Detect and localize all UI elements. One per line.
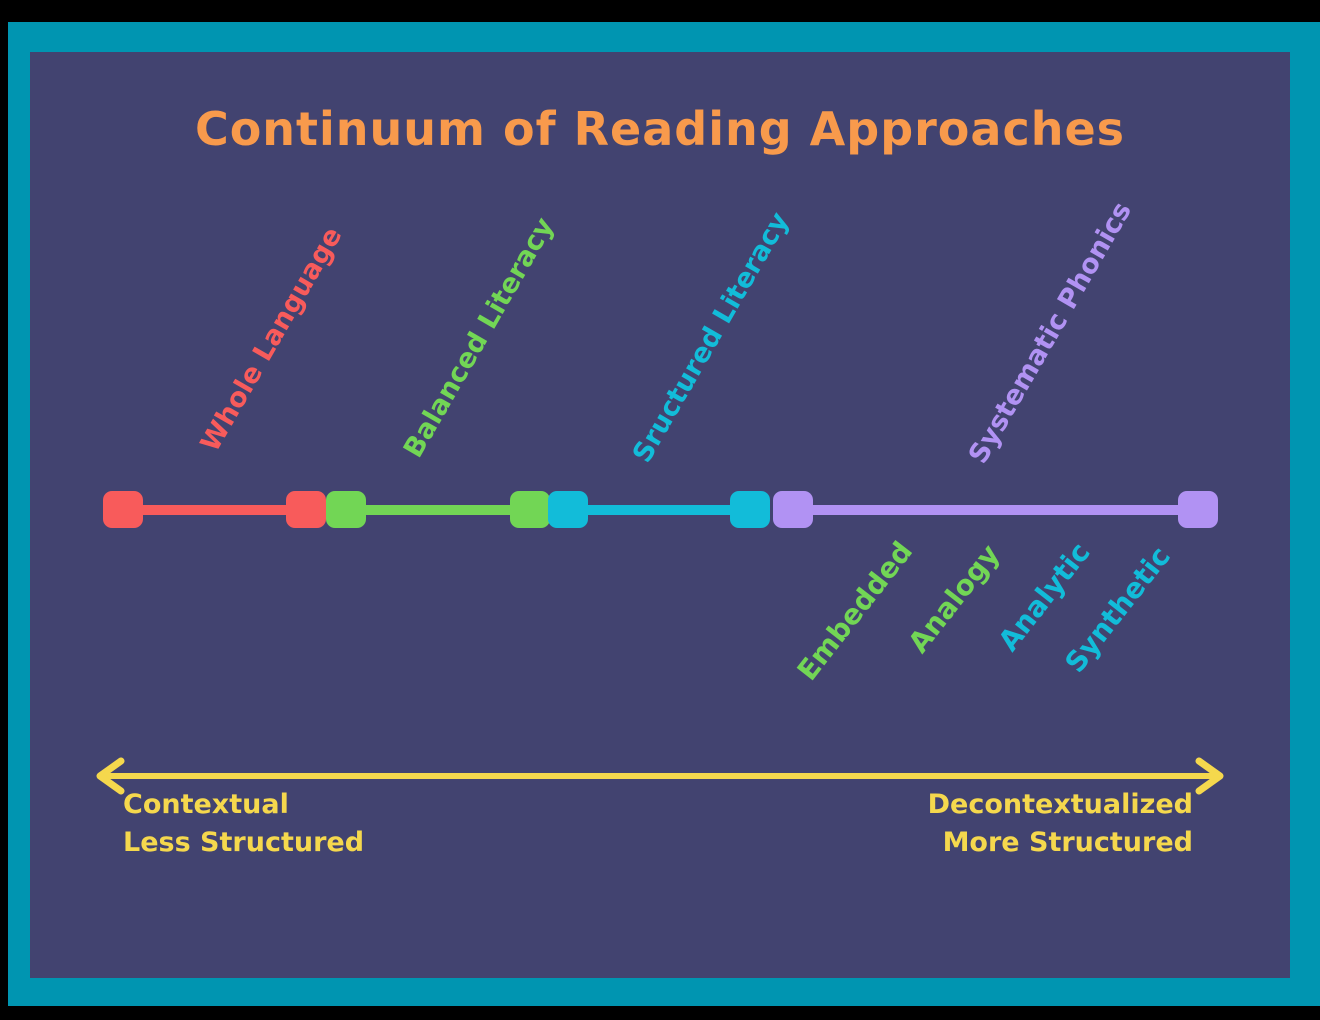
label-systematic-phonics: Systematic Phonics (962, 196, 1138, 469)
timeline-node (103, 491, 143, 528)
timeline-node (510, 491, 550, 528)
label-sructured-literacy: Sructured Literacy (626, 207, 796, 468)
timeline: Whole Language Balanced Literacy Sructur… (30, 52, 1290, 978)
timeline-connector (568, 505, 750, 515)
label-balanced-literacy: Balanced Literacy (397, 212, 561, 463)
timeline-node (773, 491, 813, 528)
caption-left-line2: Less Structured (123, 827, 365, 858)
label-whole-language: Whole Language (194, 221, 349, 457)
timeline-node (730, 491, 770, 528)
label-embedded: Embedded (790, 535, 919, 687)
timeline-connector (123, 505, 306, 515)
caption-right-line1: Decontextualized (927, 789, 1193, 820)
poster-frame: Continuum of Reading Approaches (8, 22, 1320, 1006)
caption-left-line1: Contextual (123, 789, 289, 820)
timeline-connector (346, 505, 530, 515)
arrow-head-right-icon (1195, 757, 1224, 795)
page-title: Continuum of Reading Approaches (194, 102, 1126, 156)
direction-arrow (96, 757, 1224, 795)
label-analogy: Analogy (902, 538, 1007, 660)
poster-canvas: Continuum of Reading Approaches (30, 52, 1290, 978)
timeline-node (286, 491, 326, 528)
timeline-node (548, 491, 588, 528)
caption-right-line2: More Structured (942, 827, 1193, 858)
caption-left: Contextual Less Structured (123, 786, 364, 862)
timeline-node (1178, 491, 1218, 528)
arrow-head-left-icon (96, 757, 125, 795)
timeline-connector (793, 505, 1198, 515)
timeline-node (326, 491, 366, 528)
caption-right: Decontextualized More Structured (928, 786, 1193, 862)
